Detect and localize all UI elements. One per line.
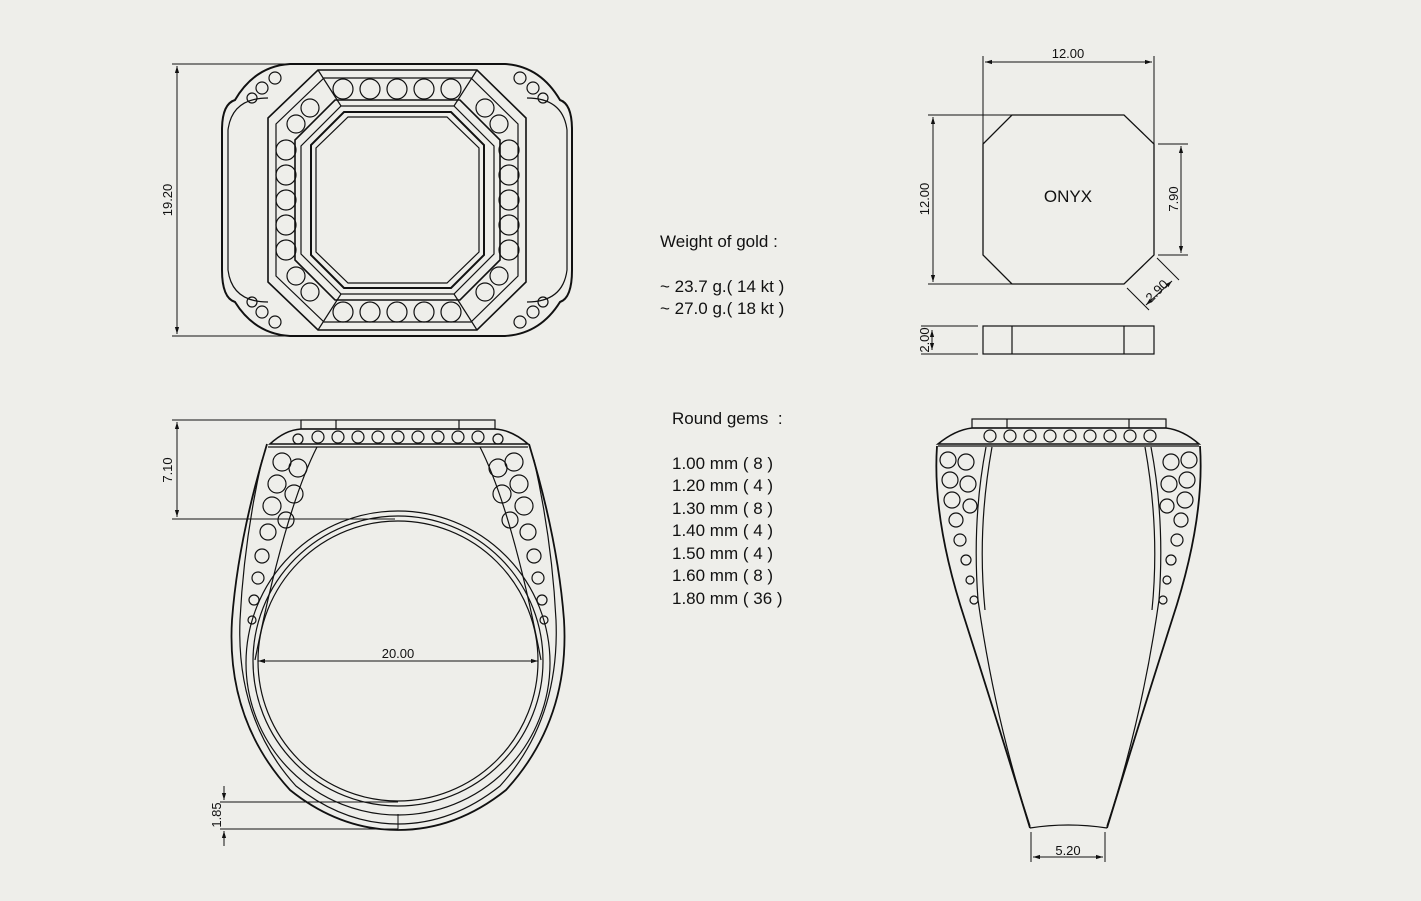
dim-stone-side: 7.90 — [1166, 186, 1181, 211]
dim-stone-height: 12.00 — [917, 183, 932, 216]
gold-weight-18kt: ~ 27.0 g.( 18 kt ) — [660, 299, 785, 318]
gem-item: 1.30 mm ( 8 ) — [672, 498, 774, 518]
stone-view — [921, 56, 1188, 355]
dim-inner-diameter: 20.00 — [382, 646, 415, 661]
gem-item: 1.80 mm ( 36 ) — [672, 588, 783, 608]
gem-item: 1.60 mm ( 8 ) — [672, 566, 774, 585]
dim-shank-thickness: 1.85 — [209, 802, 224, 827]
front-view — [172, 419, 566, 846]
top-view — [172, 63, 573, 337]
side-gems — [939, 429, 1198, 605]
round-gems-note: Round gems : 1.00 mm ( 8 ) 1.20 mm ( 4 )… — [672, 408, 783, 610]
shoulder-gems — [247, 430, 549, 625]
top-gem-row — [246, 71, 549, 329]
gold-weight-title: Weight of gold : — [660, 232, 778, 251]
dim-stone-chamfer: 2.90 — [1143, 277, 1172, 306]
side-view — [935, 418, 1202, 862]
stone-label: ONYX — [1044, 187, 1092, 206]
dim-stone-thickness: 2.00 — [917, 327, 932, 352]
gem-item: 1.40 mm ( 4 ) — [672, 521, 774, 540]
dim-bottom-width: 5.20 — [1055, 843, 1080, 858]
dim-stone-width: 12.00 — [1052, 46, 1085, 61]
gem-item: 1.00 mm ( 8 ) — [672, 453, 774, 473]
dim-head-height: 7.10 — [160, 457, 175, 482]
gem-item: 1.20 mm ( 4 ) — [672, 476, 774, 495]
gold-weight-note: Weight of gold : ~ 23.7 g.( 14 kt ) ~ 27… — [660, 231, 784, 321]
gold-weight-14kt: ~ 23.7 g.( 14 kt ) — [660, 276, 785, 296]
gem-item: 1.50 mm ( 4 ) — [672, 543, 774, 563]
round-gems-title: Round gems : — [672, 409, 783, 428]
dim-top-height: 19.20 — [160, 184, 175, 217]
